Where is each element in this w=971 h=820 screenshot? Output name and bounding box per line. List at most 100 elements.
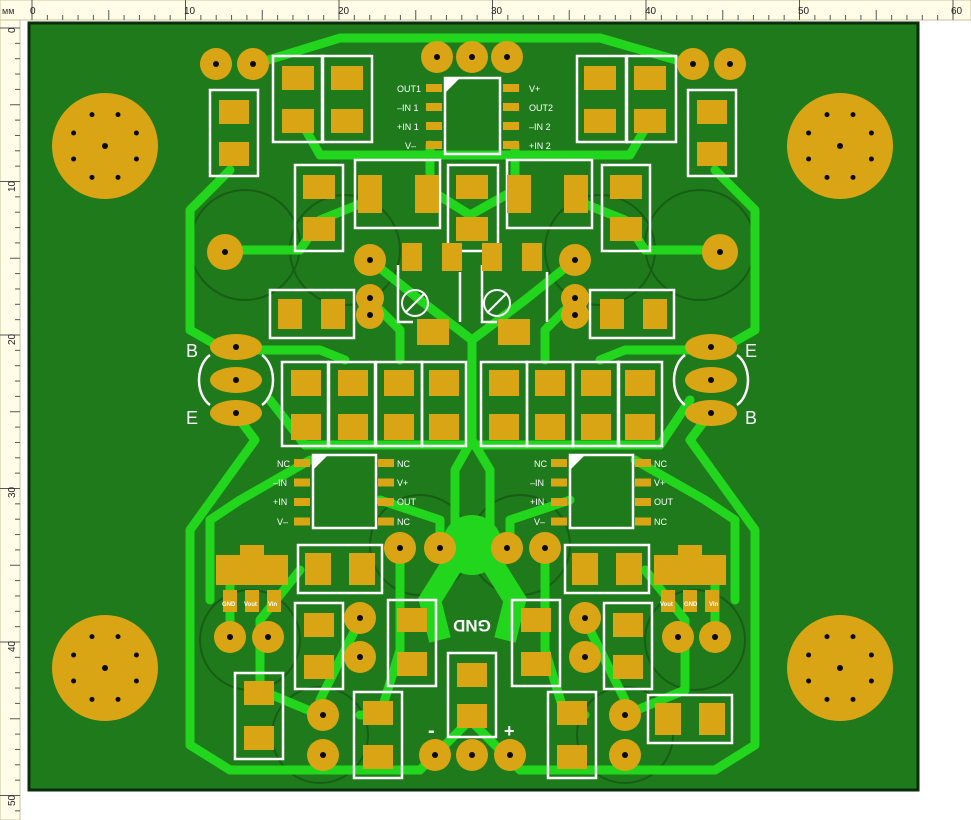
ruler-v-label: 0 xyxy=(7,27,18,33)
smd-pad xyxy=(522,243,542,271)
smd-pad xyxy=(402,243,422,271)
ruler-h-label: 0 xyxy=(30,6,36,17)
transistor-left-b-label: B xyxy=(186,341,198,361)
pad-drill xyxy=(582,615,588,621)
pad-drill xyxy=(434,54,440,60)
regulator-right-pin-label: Vout xyxy=(660,602,673,608)
regulator-body-pad xyxy=(216,555,288,585)
ruler-h-label: 10 xyxy=(184,6,196,17)
mounting-hole-drill xyxy=(806,130,812,136)
chip-right-pin-label: NC xyxy=(534,459,547,469)
regulator-pin-pad xyxy=(683,590,697,612)
ruler-v-label: 40 xyxy=(7,640,18,652)
chip-left-outline xyxy=(311,453,378,530)
pad-drill xyxy=(250,61,256,67)
pad-drill xyxy=(357,615,363,621)
ic-pin-pad xyxy=(378,478,394,487)
pad-drill xyxy=(712,634,718,640)
smd-pad xyxy=(363,745,393,769)
chip-top-pin-label: +IN 1 xyxy=(397,122,419,132)
pad-drill xyxy=(432,752,438,758)
smd-pad xyxy=(397,608,427,632)
pad-drill xyxy=(582,654,588,660)
regulator-pin-pad xyxy=(223,590,237,612)
pad-drill xyxy=(437,545,443,551)
ground-node xyxy=(442,515,502,575)
smd-pad xyxy=(415,175,439,213)
ruler-h-label: 60 xyxy=(951,6,963,17)
regulator-pin-pad xyxy=(661,590,675,612)
smd-pad xyxy=(634,109,666,133)
smd-pad xyxy=(244,681,274,705)
chip-top-pin-label: –IN 2 xyxy=(529,122,551,132)
smd-pad xyxy=(331,109,363,133)
smd-pad xyxy=(219,100,249,124)
ic-pin-pad xyxy=(635,459,651,467)
smd-pad xyxy=(584,66,616,90)
regulator-pin-pad xyxy=(245,590,259,612)
ruler-v-label: 10 xyxy=(7,180,18,192)
smd-pad xyxy=(625,414,655,440)
ruler-h-label: 30 xyxy=(491,6,503,17)
ic-pin-pad xyxy=(426,84,442,92)
mounting-hole-drill xyxy=(89,634,95,640)
ic-pin-pad xyxy=(294,459,310,467)
vertical-ruler: 0 10 20 30 40 50 xyxy=(0,19,21,820)
smd-pad xyxy=(304,655,334,679)
mounting-hole-drill xyxy=(806,678,812,684)
smd-pad xyxy=(291,370,321,396)
smd-pad xyxy=(397,652,427,676)
mounting-hole-drill xyxy=(806,156,812,162)
pad-drill xyxy=(504,545,510,551)
smd-pad xyxy=(521,608,551,632)
smd-pad xyxy=(457,704,487,728)
pad-drill xyxy=(265,634,271,640)
chip-right-pin-label: NC xyxy=(654,517,667,527)
pad-drill xyxy=(675,634,681,640)
mounting-hole-drill xyxy=(71,652,77,658)
smd-pad xyxy=(521,652,551,676)
plus-label: + xyxy=(504,721,515,741)
chip-right-pin-label: NC xyxy=(654,459,667,469)
pad-drill xyxy=(469,752,475,758)
chip-left-pin-label: OUT xyxy=(397,497,417,507)
chip-top-pin-label: OUT2 xyxy=(529,103,553,113)
ic-pin-pad xyxy=(378,459,394,467)
smd-pad xyxy=(535,414,565,440)
pad-drill xyxy=(690,61,696,67)
mounting-hole-drill xyxy=(115,696,121,702)
chip-top-pin-label: V– xyxy=(405,141,416,151)
minus-label: - xyxy=(428,720,435,742)
ic-pin-pad xyxy=(551,517,567,526)
ic-pin-pad xyxy=(426,103,442,111)
pad-drill xyxy=(469,54,475,60)
mounting-hole-drill xyxy=(71,130,77,136)
smd-pad xyxy=(363,701,393,725)
smd-pad xyxy=(456,217,488,241)
ic-pin-pad xyxy=(503,84,519,92)
smd-pad xyxy=(535,370,565,396)
smd-pad xyxy=(282,66,314,90)
ruler-h-label: 40 xyxy=(645,6,657,17)
smd-pad xyxy=(697,100,727,124)
smd-pad xyxy=(625,370,655,396)
horizontal-ruler: мм 0 10 20 30 40 50 60 xyxy=(0,0,971,21)
chip-top-notch xyxy=(445,78,460,93)
smd-pad xyxy=(610,175,642,199)
pad-drill xyxy=(717,249,723,255)
smd-pad xyxy=(304,613,334,637)
chip-top-pin-label: +IN 2 xyxy=(529,141,551,151)
transistor-labels: B E E B xyxy=(186,341,757,428)
smd-pad xyxy=(613,613,643,637)
mounting-hole-drill xyxy=(115,634,121,640)
pad-drill xyxy=(397,545,403,551)
pad-drill xyxy=(233,344,239,350)
smd-pad xyxy=(282,109,314,133)
chip-top-outline xyxy=(443,76,502,156)
mounting-hole-drill xyxy=(868,156,874,162)
smd-pad xyxy=(278,299,302,329)
pad-drill xyxy=(367,295,373,301)
chip-left-pin-label: V– xyxy=(277,517,288,527)
regulator-left-pin-label: Vin xyxy=(268,602,278,608)
